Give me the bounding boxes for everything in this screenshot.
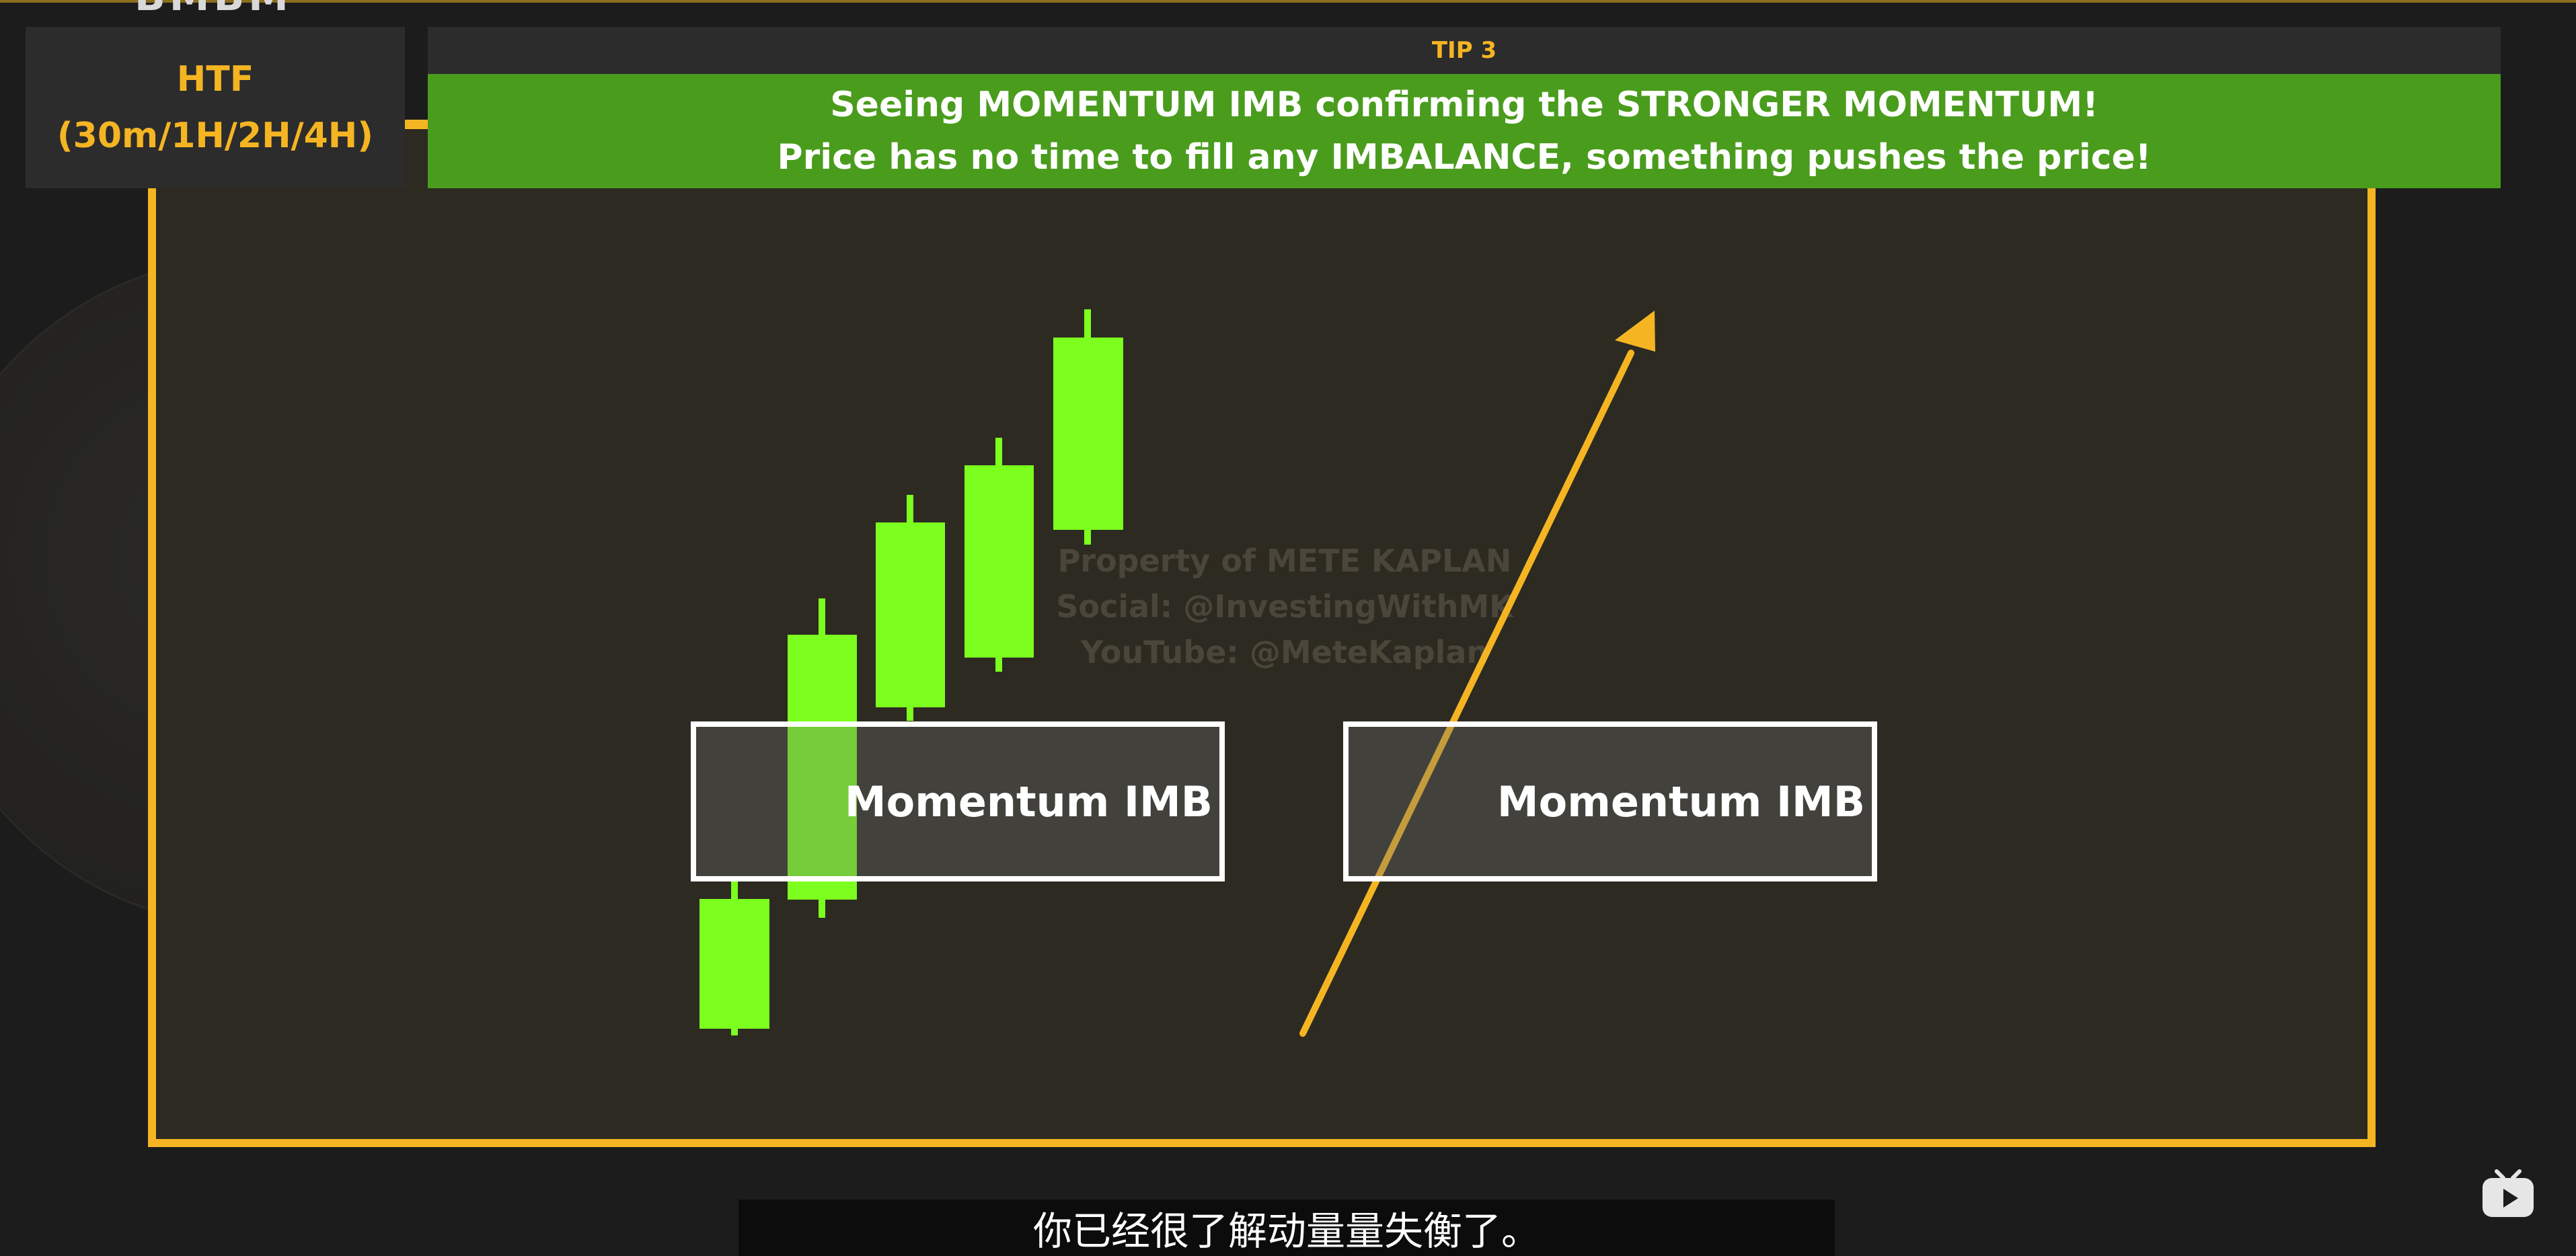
watermark: Property of METE KAPLAN Social: @Investi…: [1009, 538, 1560, 675]
video-subtitle: 你已经很了解动量量失衡了。: [738, 1200, 1835, 1256]
candle-body: [876, 522, 945, 707]
zone-label: Momentum IMB: [844, 777, 1213, 826]
tv-icon[interactable]: [2480, 1169, 2536, 1220]
tip-line-2: Price has no time to fill any IMBALANCE,…: [777, 137, 2152, 178]
htf-timeframes: (30m/1H/2H/4H): [56, 116, 374, 156]
tip-message: Seeing MOMENTUM IMB confirming the STRON…: [428, 74, 2501, 188]
momentum-imb-zone-left: Momentum IMB: [691, 721, 1225, 881]
htf-title: HTF: [176, 59, 254, 100]
momentum-arrow-head: [1615, 311, 1655, 352]
tip-line-1: Seeing MOMENTUM IMB confirming the STRON…: [830, 85, 2098, 125]
momentum-arrow-line: [1299, 350, 1634, 1037]
candle-body: [788, 635, 857, 900]
candle-body: [699, 899, 769, 1029]
candle-body: [1053, 338, 1123, 530]
candle-body: [964, 465, 1034, 658]
top-border: [0, 0, 2576, 3]
zone-label: Momentum IMB: [1497, 777, 1865, 826]
htf-label-box: HTF (30m/1H/2H/4H): [26, 27, 405, 188]
watermark-line-3: YouTube: @MeteKaplan: [1080, 634, 1489, 670]
watermark-line-1: Property of METE KAPLAN: [1057, 543, 1512, 579]
tip-number: TIP 3: [1431, 37, 1497, 64]
partial-top-title: BMBM: [135, 0, 293, 20]
tip-banner: TIP 3 Seeing MOMENTUM IMB confirming the…: [428, 27, 2501, 188]
watermark-line-2: Social: @InvestingWithMK: [1056, 588, 1513, 625]
chart-frame: [148, 121, 2376, 1147]
momentum-imb-zone-right: Momentum IMB: [1343, 721, 1877, 881]
htf-connector: [405, 120, 430, 128]
